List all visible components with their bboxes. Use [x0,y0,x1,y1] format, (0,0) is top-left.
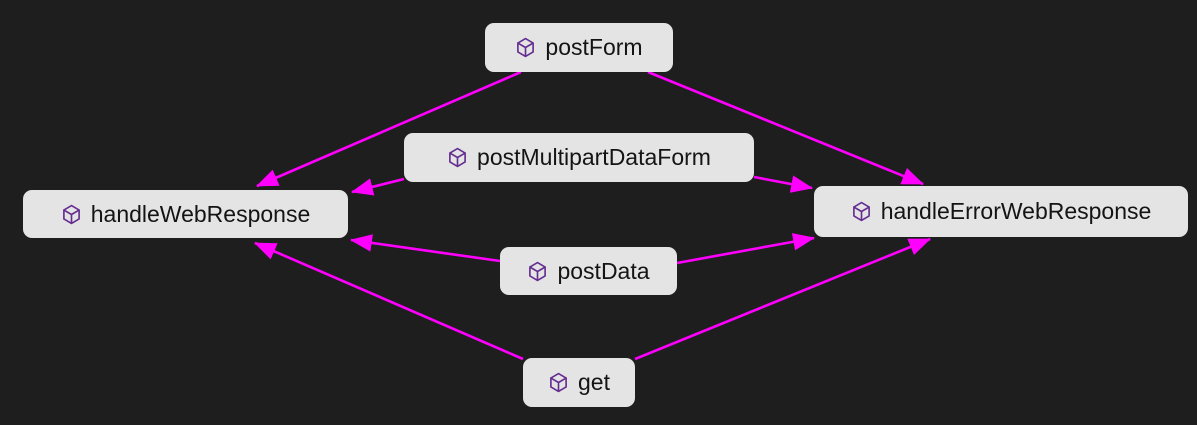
symbol-cube-icon [517,37,535,58]
graph-node-label: handleWebResponse [90,200,311,227]
graph-node-label: handleErrorWebResponse [880,198,1152,224]
edge-postForm-to-handleWebResponse [255,70,522,188]
edge-get-to-handleWebResponse [253,241,524,361]
edge-postMultipartDataForm-to-handleErrorWebResponse [753,175,814,193]
graph-node-label: postData [557,257,650,284]
edge-postMultipartDataForm-to-handleWebResponse [350,177,405,196]
symbol-cube-icon [529,261,547,281]
symbol-cube-icon [449,147,466,168]
graph-node-label: postForm [545,34,643,60]
graph-node-handleErrorWebResponse[interactable]: handleErrorWebResponse [814,186,1188,237]
graph-node-postForm[interactable]: postForm [485,23,673,72]
edge-get-to-handleErrorWebResponse [634,237,932,361]
edge-postForm-to-handleErrorWebResponse [647,70,925,186]
symbol-cube-icon [550,372,567,393]
symbol-cube-icon [62,204,80,224]
edge-postData-to-handleWebResponse [349,234,501,263]
edge-postData-to-handleErrorWebResponse [676,233,816,265]
symbol-cube-icon [852,201,870,222]
graph-node-label: postMultipartDataForm [477,144,711,170]
graph-node-handleWebResponse[interactable]: handleWebResponse [23,190,348,238]
graph-node-get[interactable]: get [523,358,635,407]
graph-node-postMultipartDataForm[interactable]: postMultipartDataForm [404,133,754,182]
graph-node-label: get [578,369,610,395]
graph-node-postData[interactable]: postData [500,247,677,295]
